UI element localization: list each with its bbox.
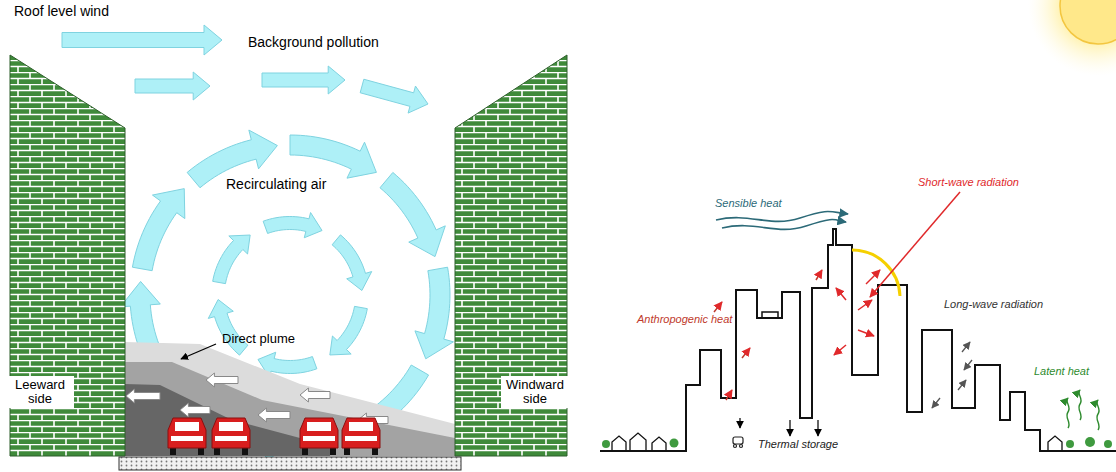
anthropogenic-arrows — [714, 270, 822, 400]
label-text: Latent heat — [1034, 365, 1089, 378]
wall-label: Leeward side — [9, 378, 71, 407]
long-wave-arrows — [932, 342, 972, 408]
label-text: Direct plume — [222, 332, 295, 347]
skyline — [600, 229, 1116, 451]
thermal-storage-arrows — [740, 418, 818, 436]
label-text: Background pollution — [248, 34, 379, 50]
road — [119, 457, 461, 470]
sun — [1060, 0, 1116, 44]
label-text: Thermal storage — [758, 438, 838, 451]
wall-label-box: Leeward side — [6, 376, 74, 409]
leader-line — [181, 344, 216, 359]
sun-glow — [1028, 0, 1116, 76]
label-text: Short-wave radiation — [918, 176, 1019, 189]
label-text: Recirculating air — [226, 176, 326, 192]
pollution-plume — [125, 342, 455, 456]
sensible-heat-arrows — [716, 212, 848, 230]
vehicle-icon — [733, 437, 743, 448]
short-wave-arrows — [834, 192, 960, 355]
label-text: Roof level wind — [14, 3, 109, 19]
cars — [168, 418, 380, 455]
label-text: Anthropogenic heat — [637, 313, 732, 326]
latent-heat-arrows — [1067, 390, 1099, 430]
label-text: Sensible heat — [715, 197, 782, 210]
wall-label: Windward side — [504, 378, 566, 407]
wall-label-box: Windward side — [501, 376, 569, 409]
trees — [602, 437, 1112, 448]
label-text: Long-wave radiation — [944, 298, 1043, 311]
